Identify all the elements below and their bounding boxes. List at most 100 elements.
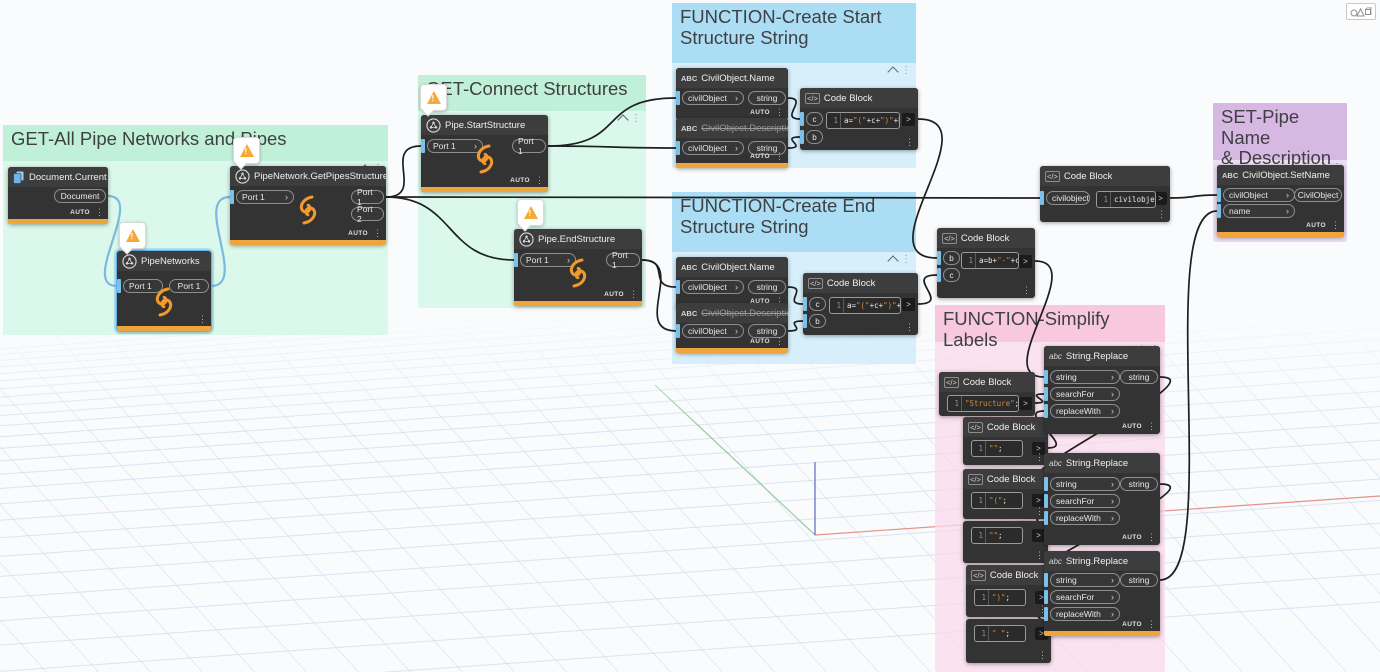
input-port-civilobject[interactable]: civilobject (1046, 191, 1090, 205)
input-port-searchFor[interactable]: searchFor› (1050, 590, 1120, 604)
geometry-preview-toggle[interactable] (1346, 3, 1376, 20)
output-port-string[interactable]: string (1120, 370, 1158, 384)
node-menu-icon[interactable]: ⋮ (1038, 650, 1047, 660)
output-port-Port 1[interactable]: Port 1 (169, 279, 209, 293)
output-port-string[interactable]: string (748, 324, 786, 338)
input-port-c[interactable]: c (806, 112, 823, 126)
output-port-square[interactable]: > (1032, 494, 1045, 507)
output-port-string[interactable]: string (1120, 477, 1158, 491)
node-menu-icon[interactable]: ⋮ (1331, 220, 1340, 230)
node-menu-icon[interactable]: ⋮ (1035, 452, 1044, 462)
output-port-Port 1[interactable]: Port 1 (512, 136, 546, 156)
input-port-replaceWith[interactable]: replaceWith› (1050, 511, 1120, 525)
node-menu-icon[interactable]: ⋮ (1035, 550, 1044, 560)
node-header[interactable]: </>Code Block (939, 372, 1035, 392)
node-header[interactable]: </>Code Block (1040, 166, 1170, 186)
node-code-block-open-paren[interactable]: </>Code Block >1"("; ⋮ (963, 469, 1048, 519)
input-port-c[interactable]: c (809, 297, 826, 311)
input-port-Port 1[interactable]: Port 1› (236, 190, 294, 204)
code-block-editor[interactable]: 1a="("+c+")"+b; (826, 112, 900, 129)
node-header[interactable]: Pipe.StartStructure (421, 115, 548, 135)
output-port-Port 1[interactable]: Port 1 (606, 250, 640, 270)
node-menu-icon[interactable]: ⋮ (198, 314, 207, 324)
code-block-editor[interactable]: 1"("; (971, 492, 1023, 509)
node-menu-icon[interactable]: ⋮ (775, 336, 784, 346)
node-header[interactable]: </>Code Block (803, 273, 918, 293)
output-port-string[interactable]: string (1120, 573, 1158, 587)
code-block-editor[interactable]: 1" "; (974, 625, 1026, 642)
code-block-editor[interactable]: 1a="("+c+")"+b; (829, 297, 901, 314)
warning-icon[interactable]: ! (233, 137, 260, 164)
node-menu-icon[interactable]: ⋮ (905, 137, 914, 147)
node-menu-icon[interactable]: ⋮ (95, 207, 104, 217)
node-menu-icon[interactable]: ⋮ (1022, 285, 1031, 295)
collapse-chevron-icon[interactable] (617, 114, 629, 126)
output-port-square[interactable]: > (1019, 255, 1032, 268)
input-port-c[interactable]: c (943, 268, 960, 282)
node-header[interactable]: </>Code Block (937, 228, 1035, 248)
group-menu-icon[interactable]: ⋮ (901, 253, 911, 265)
node-menu-icon[interactable]: ⋮ (629, 289, 638, 299)
node-menu-icon[interactable]: ⋮ (905, 322, 914, 332)
code-block-editor[interactable]: 1civilobject; (1096, 191, 1156, 208)
node-header[interactable]: Pipe.EndStructure (514, 229, 642, 249)
output-port-square[interactable]: > (1019, 397, 1032, 410)
input-port-Port 1[interactable]: Port 1› (520, 253, 576, 267)
node-menu-icon[interactable]: ⋮ (535, 175, 544, 185)
code-block-editor[interactable]: 1"Structure"; (947, 395, 1019, 412)
code-block-editor[interactable]: 1")"; (974, 589, 1026, 606)
input-port-string[interactable]: string› (1050, 573, 1120, 587)
group-menu-icon[interactable]: ⋮ (901, 64, 911, 76)
warning-icon[interactable]: ! (517, 199, 544, 226)
code-block-editor[interactable]: 1""; (971, 527, 1023, 544)
input-port-searchFor[interactable]: searchFor› (1050, 494, 1120, 508)
input-port-Port 1[interactable]: Port 1› (427, 139, 483, 153)
group-menu-icon[interactable]: ⋮ (631, 112, 641, 124)
node-header[interactable]: </>Code Block (800, 88, 918, 108)
node-header[interactable]: PipeNetwork.GetPipesStructures (230, 166, 386, 186)
node-code-block-concat[interactable]: </>Code Block bc >1a=b+"-"+c; ⋮ (937, 228, 1035, 298)
input-port-replaceWith[interactable]: replaceWith› (1050, 404, 1120, 418)
input-port-string[interactable]: string› (1050, 477, 1120, 491)
code-block-editor[interactable]: 1a=b+"-"+c; (961, 252, 1019, 269)
input-port-civilObject[interactable]: civilObject› (682, 141, 744, 155)
input-port-b[interactable]: b (809, 314, 826, 328)
input-port-civilObject[interactable]: civilObject› (682, 324, 744, 338)
input-port-name[interactable]: name› (1223, 204, 1295, 218)
node-menu-icon[interactable]: ⋮ (1147, 532, 1156, 542)
node-menu-icon[interactable]: ⋮ (1035, 506, 1044, 516)
node-menu-icon[interactable]: ⋮ (1147, 421, 1156, 431)
input-port-replaceWith[interactable]: replaceWith› (1050, 607, 1120, 621)
collapse-chevron-icon[interactable] (887, 255, 899, 267)
node-menu-icon[interactable]: ⋮ (775, 107, 784, 117)
input-port-civilObject[interactable]: civilObject› (1223, 188, 1295, 202)
node-code-block-close-paren[interactable]: </>Code Block>1")";⋮ (966, 565, 1051, 617)
output-port-string[interactable]: string (748, 141, 786, 155)
warning-icon[interactable]: ! (420, 84, 447, 111)
node-code-block-empty-2[interactable]: >1"";⋮ (963, 521, 1048, 563)
output-port-square[interactable]: > (1032, 442, 1045, 455)
node-menu-icon[interactable]: ⋮ (1157, 209, 1166, 219)
node-header[interactable]: </>Code Block (963, 469, 1048, 489)
output-port-CivilObject[interactable]: CivilObject (1294, 188, 1342, 202)
output-port-square[interactable]: > (902, 113, 915, 126)
node-menu-icon[interactable]: ⋮ (1038, 604, 1047, 614)
output-port-Port 1[interactable]: Port 1 (351, 187, 384, 207)
input-port-b[interactable]: b (943, 251, 960, 265)
